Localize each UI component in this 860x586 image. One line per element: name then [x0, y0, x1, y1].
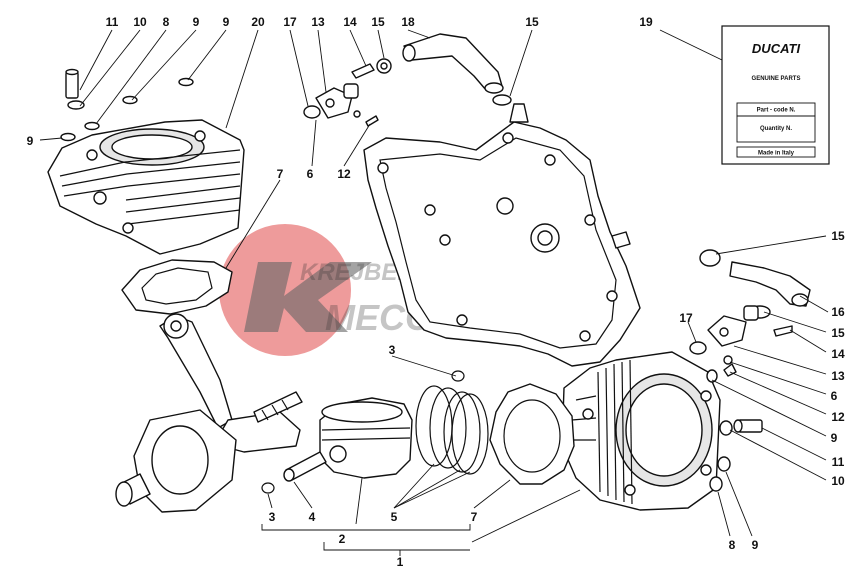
callout-15-right-b: 15 [831, 326, 845, 340]
callout-15-top-a: 15 [371, 15, 385, 29]
base-gasket-bottom [489, 383, 575, 485]
callout-6-top: 6 [307, 167, 314, 181]
callout-4: 4 [309, 510, 316, 524]
label-quantity: Quantity N. [760, 126, 792, 132]
crankshaft-assembly [115, 313, 303, 513]
callout-19: 19 [639, 15, 653, 29]
label-brand: DUCATI [752, 41, 801, 56]
callout-9-left: 9 [27, 134, 34, 148]
callout-9-top-a: 9 [193, 15, 200, 29]
watermark-k-shape [244, 262, 372, 332]
piston [319, 397, 413, 479]
callout-12-top: 12 [337, 167, 351, 181]
cylinder-top-left [47, 119, 245, 255]
callout-10-right: 10 [831, 474, 845, 488]
callout-9-right: 9 [831, 431, 838, 445]
callout-16: 16 [831, 305, 845, 319]
wrist-pin-and-clips [261, 370, 465, 494]
label-card-frame [721, 25, 830, 165]
callout-18: 18 [401, 15, 415, 29]
callout-14-top: 14 [343, 15, 357, 29]
label-made-in-box [736, 146, 816, 158]
callout-3-top: 3 [389, 343, 396, 357]
cylinder-right [561, 351, 721, 511]
callout-2: 2 [339, 532, 346, 546]
callout-9-bottom: 9 [752, 538, 759, 552]
label-subtitle: GENUINE PARTS [752, 76, 801, 82]
callout-20: 20 [251, 15, 265, 29]
callout-11-top: 11 [106, 15, 119, 29]
callout-6-right: 6 [831, 389, 838, 403]
callout-11-right: 11 [832, 455, 845, 469]
callout-3-bottom: 3 [269, 510, 276, 524]
cylinder-dowel-parts [60, 68, 194, 142]
genuine-parts-label: DUCATI GENUINE PARTS Part - code N. Quan… [721, 25, 830, 165]
label-part-code: Part - code N. [757, 108, 796, 114]
coolant-fitting-top [303, 58, 392, 127]
callout-7-top: 7 [277, 167, 284, 181]
cylinder-right-small-parts [706, 369, 763, 492]
callout-1: 1 [397, 555, 404, 569]
callout-12-right: 12 [831, 410, 845, 424]
callout-14-right: 14 [831, 347, 845, 361]
label-quantity-box [736, 115, 816, 143]
coolant-fitting-right [689, 305, 793, 377]
piston-rings [415, 385, 489, 475]
callout-17-top: 17 [283, 15, 297, 29]
label-made-in: Made in Italy [758, 151, 795, 157]
callout-13-right: 13 [831, 369, 845, 383]
callout-15-right-a: 15 [831, 229, 845, 243]
callout-17-right: 17 [679, 311, 693, 325]
callout-13-top: 13 [311, 15, 325, 29]
leader-lines [39, 29, 829, 551]
coolant-hose-top [402, 33, 512, 106]
callout-9-top-b: 9 [223, 15, 230, 29]
callout-5: 5 [391, 510, 398, 524]
callout-10-top: 10 [133, 15, 147, 29]
base-gasket-top [121, 259, 233, 315]
callout-8-bottom: 8 [729, 538, 736, 552]
callout-7-bottom: 7 [471, 510, 478, 524]
crankcase-cover [363, 103, 641, 367]
callout-labels: 11 10 8 9 9 20 17 13 14 15 18 15 19 9 6 … [27, 15, 845, 569]
callout-15-top-b: 15 [525, 15, 539, 29]
callout-8-top: 8 [163, 15, 170, 29]
